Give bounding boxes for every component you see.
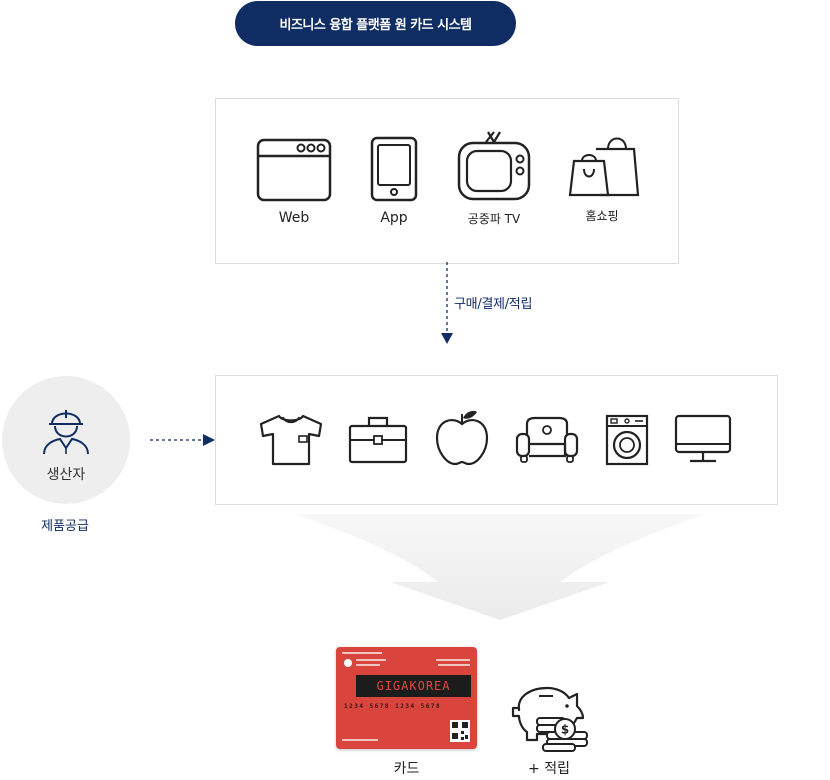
producer-circle: 생산자 [2,376,130,504]
channel-label: App [380,210,408,226]
channel-homeshopping: 홈쇼핑 [557,133,647,224]
tshirt-icon [259,414,323,466]
washing-machine-icon [605,414,649,466]
sofa-icon [515,416,579,463]
card-logo-icon [342,652,386,667]
supply-caption: 제품공급 [41,519,89,534]
channels-box [215,98,679,264]
channel-label: 홈쇼핑 [585,209,619,223]
channel-web: Web [249,138,339,226]
television-icon [457,131,531,201]
svg-text:$: $ [561,723,569,737]
smartphone-icon [370,136,418,202]
flow-arrow-right [150,434,215,446]
gigakorea-card: GIGAKOREA 1234 5678 1234 5678 [336,647,477,749]
channel-label: 공중파 TV [467,212,521,226]
card-footer-text [342,739,378,741]
flow-label: 구매/결제/적립 [454,297,533,312]
apple-icon [435,410,489,466]
flow-arrow-down [441,262,453,344]
channel-label: Web [278,210,310,226]
shopping-bags-icon [568,137,640,197]
qr-code-icon [450,720,470,742]
worker-hardhat-icon [43,410,89,455]
card-caption: 카드 [393,761,420,777]
channel-tv: 공중파 TV [449,130,539,227]
card-number: 1234 5678 1234 5678 [344,703,442,710]
channel-app: App [349,136,439,226]
reward-caption: + 적립 [528,761,570,777]
monitor-icon [674,414,732,463]
card-fineprint [436,659,470,666]
card-brand: GIGAKOREA [356,675,471,697]
briefcase-icon [348,416,408,464]
browser-window-icon [256,138,332,202]
producer-label: 생산자 [46,467,86,483]
piggy-bank-coins-icon: $ [511,686,588,752]
diagram-title: 비즈니스 융합 플랫폼 원 카드 시스템 [235,1,516,46]
funnel-arrow [294,514,706,620]
